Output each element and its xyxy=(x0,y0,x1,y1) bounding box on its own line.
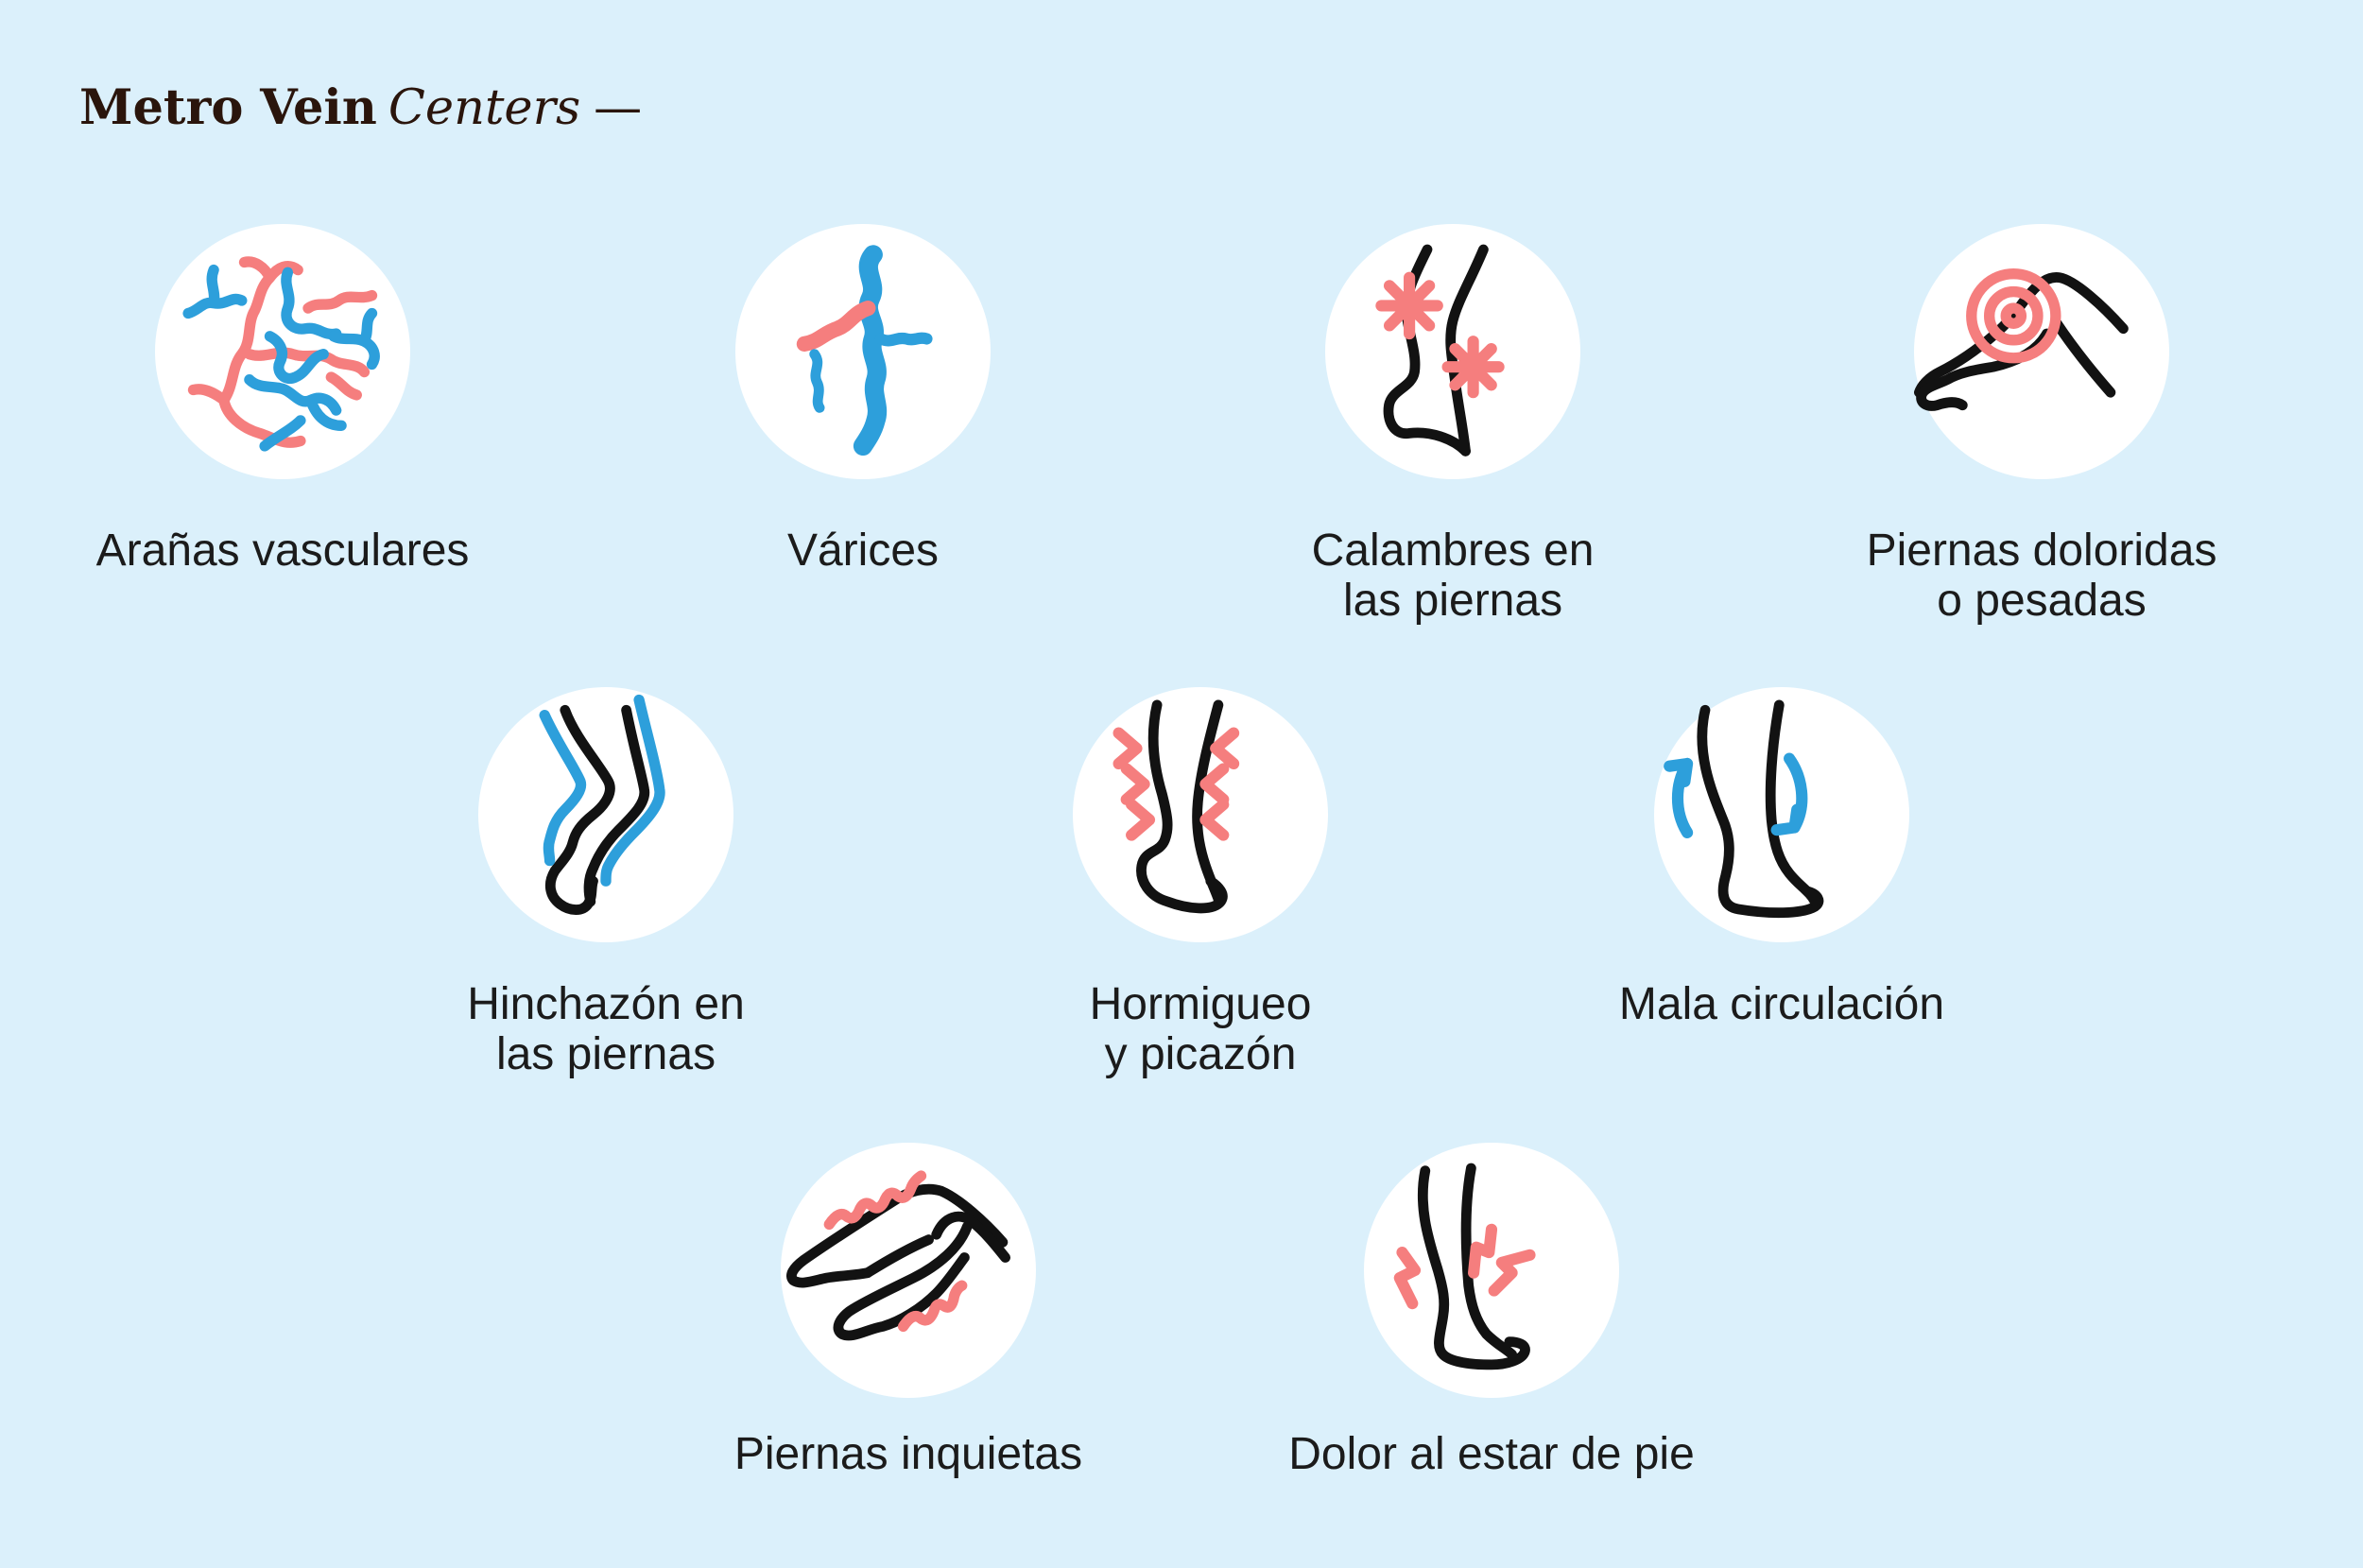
symptom-circle-leg-cramps xyxy=(1325,224,1580,479)
symptom-label-tingling-itching: Hormigueo y picazón xyxy=(1089,979,1312,1079)
leg-swelling-icon xyxy=(539,694,665,915)
symptom-circle-tingling-itching xyxy=(1073,687,1328,942)
sore-heavy-legs-icon xyxy=(1914,267,2129,411)
symptom-label-sore-heavy-legs: Piernas doloridas o pesadas xyxy=(1866,526,2217,626)
symptom-label-standing-pain: Dolor al estar de pie xyxy=(1288,1429,1695,1479)
brand-dash: — xyxy=(594,80,643,136)
symptom-circle-poor-circulation xyxy=(1654,687,1909,942)
symptom-label-varicose-veins: Várices xyxy=(786,526,940,576)
symptom-circle-restless-legs xyxy=(781,1143,1036,1398)
symptom-circle-spider-veins xyxy=(155,224,410,479)
brand-name-bold: Metro Vein xyxy=(79,79,377,136)
symptom-label-restless-legs: Piernas inquietas xyxy=(733,1429,1083,1479)
symptom-circle-sore-heavy-legs xyxy=(1914,224,2169,479)
symptom-label-leg-cramps: Calambres en las piernas xyxy=(1311,526,1595,626)
tingling-itching-icon xyxy=(1113,699,1240,914)
brand-name-italic: Centers xyxy=(388,80,581,136)
symptom-circle-standing-pain xyxy=(1364,1143,1619,1398)
symptom-label-spider-veins: Arañas vasculares xyxy=(95,526,470,576)
varicose-vein-icon xyxy=(796,245,933,457)
symptom-label-leg-swelling: Hinchazón en las piernas xyxy=(467,979,745,1079)
symptom-circle-varicose-veins xyxy=(735,224,991,479)
symptom-circle-leg-swelling xyxy=(478,687,733,942)
restless-legs-icon xyxy=(786,1170,1010,1341)
spider-veins-icon xyxy=(182,256,380,452)
leg-cramps-icon xyxy=(1375,244,1505,457)
poor-circulation-icon xyxy=(1664,699,1824,919)
standing-pain-icon xyxy=(1393,1163,1536,1370)
symptom-label-poor-circulation: Mala circulación xyxy=(1618,979,1945,1029)
